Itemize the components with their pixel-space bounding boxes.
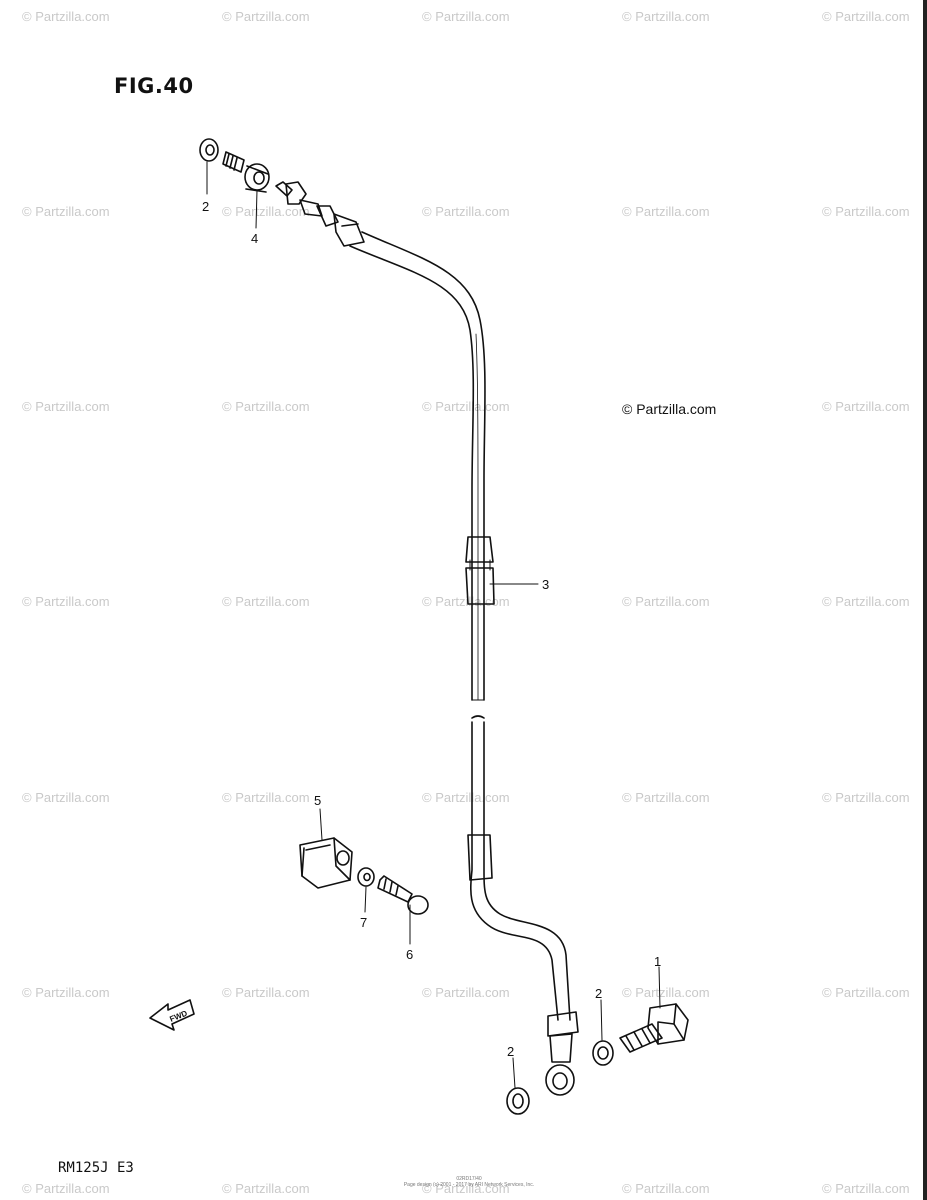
watermark: © Partzilla.com: [22, 985, 110, 1000]
callout-5: 5: [314, 793, 321, 808]
watermark: © Partzilla.com: [22, 790, 110, 805]
watermark: © Partzilla.com: [822, 985, 910, 1000]
callout-1: 1: [654, 954, 661, 969]
watermark: © Partzilla.com: [222, 594, 310, 609]
watermark: © Partzilla.com: [822, 204, 910, 219]
callout-2-top: 2: [202, 199, 209, 214]
part-4-fitting[interactable]: [222, 151, 270, 193]
watermark: © Partzilla.com: [422, 985, 510, 1000]
watermark: © Partzilla.com: [422, 1181, 510, 1196]
model-code: RM125J E3: [58, 1160, 134, 1176]
watermark: © Partzilla.com: [822, 790, 910, 805]
watermark: © Partzilla.com: [622, 204, 710, 219]
watermark: © Partzilla.com: [222, 399, 310, 414]
watermark: © Partzilla.com: [222, 790, 310, 805]
fine-print-line-2: Page design (c) 2001 - 2017 by ARI Netwo…: [403, 1182, 535, 1188]
part-3-brake-hose[interactable]: [349, 231, 579, 1096]
callout-2-right: 2: [595, 986, 602, 1001]
watermark: © Partzilla.com: [222, 204, 310, 219]
figure-title: FIG.40: [114, 74, 194, 98]
callout-7: 7: [360, 915, 367, 930]
watermark: © Partzilla.com: [22, 9, 110, 24]
watermark: © Partzilla.com: [222, 985, 310, 1000]
watermark: © Partzilla.com: [22, 1181, 110, 1196]
watermark: © Partzilla.com: [822, 9, 910, 24]
callout-4: 4: [251, 231, 258, 246]
callout-3: 3: [542, 577, 549, 592]
scan-edge: [923, 0, 927, 1200]
copyright-credit: © Partzilla.com: [622, 401, 717, 417]
watermark: © Partzilla.com: [422, 399, 510, 414]
watermark: © Partzilla.com: [822, 1181, 910, 1196]
watermark: © Partzilla.com: [822, 594, 910, 609]
watermark: © Partzilla.com: [822, 399, 910, 414]
watermark: © Partzilla.com: [622, 594, 710, 609]
watermark: © Partzilla.com: [222, 1181, 310, 1196]
watermark: © Partzilla.com: [622, 1181, 710, 1196]
watermark: © Partzilla.com: [622, 790, 710, 805]
part-7-washer[interactable]: [357, 867, 375, 887]
watermark: © Partzilla.com: [22, 204, 110, 219]
watermark: © Partzilla.com: [222, 9, 310, 24]
watermark: © Partzilla.com: [422, 594, 510, 609]
watermark: © Partzilla.com: [622, 985, 710, 1000]
leader-lines: [206, 161, 661, 1089]
callout-2-bottom: 2: [507, 1044, 514, 1059]
fine-print-line-1: 02RD17/40: [456, 1176, 482, 1182]
watermark: © Partzilla.com: [422, 204, 510, 219]
callout-6: 6: [406, 947, 413, 962]
part-5-hose-clamp[interactable]: [299, 837, 353, 889]
hose-upper-fitting: [275, 181, 365, 247]
watermark: © Partzilla.com: [422, 790, 510, 805]
part-2-washer-lower-left[interactable]: [506, 1087, 530, 1115]
part-2-washer-lower-right[interactable]: [592, 1040, 614, 1066]
watermark: © Partzilla.com: [622, 9, 710, 24]
part-2-washer-top[interactable]: [199, 138, 219, 162]
forward-arrow-icon: [149, 999, 195, 1031]
watermark: © Partzilla.com: [422, 9, 510, 24]
watermark: © Partzilla.com: [22, 399, 110, 414]
part-6-bolt[interactable]: [377, 875, 429, 915]
watermark: © Partzilla.com: [22, 594, 110, 609]
part-1-union-bolt[interactable]: [619, 1003, 689, 1053]
page-fine-print: 02RD17/40 Page design (c) 2001 - 2017 by…: [399, 1176, 539, 1188]
